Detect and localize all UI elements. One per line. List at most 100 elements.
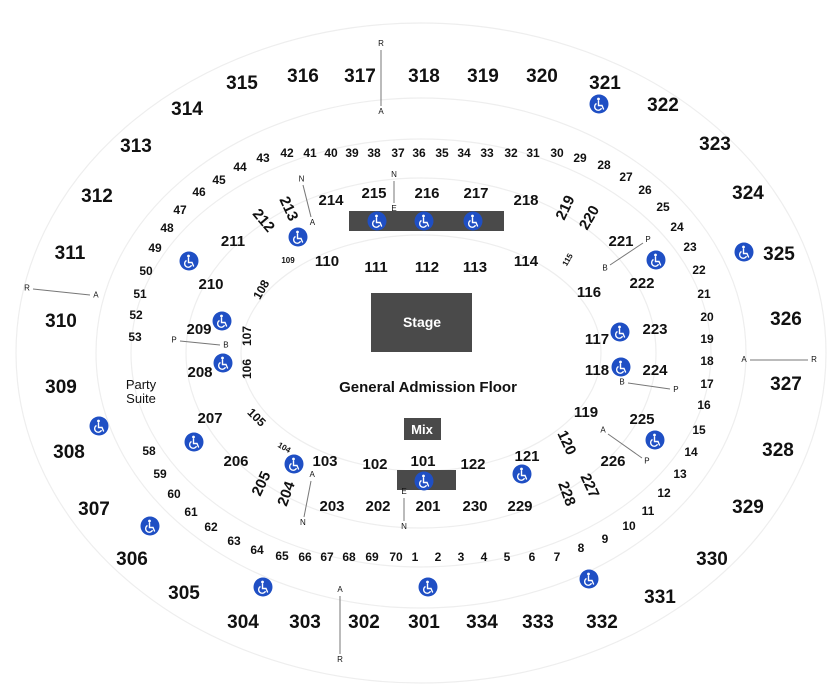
section-229[interactable]: 229	[507, 498, 532, 515]
section-13[interactable]: 13	[673, 467, 687, 481]
section-2[interactable]: 2	[435, 550, 442, 564]
section-117[interactable]: 117	[585, 331, 609, 348]
wheelchair-accessible-icon[interactable]	[579, 569, 599, 589]
wheelchair-accessible-icon[interactable]	[734, 242, 754, 262]
section-324[interactable]: 324	[732, 183, 764, 204]
section-66[interactable]: 66	[298, 550, 312, 564]
section-28[interactable]: 28	[597, 158, 611, 172]
section-219[interactable]: 219	[553, 193, 579, 223]
wheelchair-accessible-icon[interactable]	[589, 94, 609, 114]
wheelchair-accessible-icon[interactable]	[646, 250, 666, 270]
wheelchair-accessible-icon[interactable]	[512, 464, 532, 484]
section-68[interactable]: 68	[342, 550, 356, 564]
wheelchair-accessible-icon[interactable]	[184, 432, 204, 452]
section-62[interactable]: 62	[204, 520, 218, 534]
section-206[interactable]: 206	[223, 453, 248, 470]
section-43[interactable]: 43	[256, 151, 270, 165]
section-207[interactable]: 207	[197, 410, 222, 427]
section-5[interactable]: 5	[504, 550, 511, 564]
wheelchair-accessible-icon[interactable]	[89, 416, 109, 436]
general-admission-floor-label[interactable]: General Admission Floor	[339, 379, 517, 396]
section-69[interactable]: 69	[365, 550, 379, 564]
wheelchair-accessible-icon[interactable]	[140, 516, 160, 536]
stage[interactable]	[371, 293, 472, 352]
section-49[interactable]: 49	[148, 241, 162, 255]
wheelchair-accessible-icon[interactable]	[253, 577, 273, 597]
section-24[interactable]: 24	[670, 220, 684, 234]
section-8[interactable]: 8	[578, 541, 585, 555]
section-315[interactable]: 315	[226, 73, 258, 94]
section-204[interactable]: 204	[274, 479, 299, 509]
section-318[interactable]: 318	[408, 66, 440, 87]
section-44[interactable]: 44	[233, 160, 247, 174]
wheelchair-accessible-icon[interactable]	[213, 353, 233, 373]
section-311[interactable]: 311	[55, 243, 86, 264]
wheelchair-accessible-icon[interactable]	[288, 227, 308, 247]
section-321[interactable]: 321	[589, 73, 621, 94]
section-29[interactable]: 29	[573, 151, 587, 165]
section-42[interactable]: 42	[280, 146, 294, 160]
section-31[interactable]: 31	[526, 146, 540, 160]
section-330[interactable]: 330	[696, 549, 728, 570]
section-3[interactable]: 3	[458, 550, 465, 564]
section-120[interactable]: 120	[553, 428, 579, 458]
section-333[interactable]: 333	[522, 612, 554, 633]
section-114[interactable]: 114	[514, 253, 539, 270]
section-7[interactable]: 7	[554, 550, 561, 564]
section-223[interactable]: 223	[642, 321, 667, 338]
section-208[interactable]: 208	[187, 364, 212, 381]
section-122[interactable]: 122	[460, 456, 485, 473]
wheelchair-accessible-icon[interactable]	[610, 322, 630, 342]
section-14[interactable]: 14	[684, 445, 698, 459]
section-220[interactable]: 220	[576, 203, 603, 233]
section-106[interactable]: 106	[240, 359, 254, 379]
section-16[interactable]: 16	[697, 398, 711, 412]
section-37[interactable]: 37	[391, 146, 405, 160]
section-209[interactable]: 209	[186, 321, 211, 338]
section-334[interactable]: 334	[466, 612, 498, 633]
section-310[interactable]: 310	[45, 311, 77, 332]
section-18[interactable]: 18	[700, 354, 714, 368]
section-34[interactable]: 34	[457, 146, 471, 160]
section-113[interactable]: 113	[463, 259, 487, 276]
section-70[interactable]: 70	[389, 550, 403, 564]
section-309[interactable]: 309	[45, 377, 77, 398]
section-319[interactable]: 319	[467, 66, 499, 87]
mix-position[interactable]	[404, 418, 441, 440]
section-112[interactable]: 112	[415, 259, 439, 276]
wheelchair-accessible-icon[interactable]	[179, 251, 199, 271]
section-25[interactable]: 25	[656, 200, 670, 214]
section-104[interactable]: 104	[276, 440, 293, 455]
section-222[interactable]: 222	[629, 275, 654, 292]
section-41[interactable]: 41	[303, 146, 317, 160]
section-12[interactable]: 12	[657, 486, 671, 500]
section-205[interactable]: 205	[249, 469, 275, 499]
section-332[interactable]: 332	[586, 612, 618, 633]
section-213[interactable]: 213	[275, 194, 301, 224]
section-60[interactable]: 60	[167, 487, 181, 501]
section-327[interactable]: 327	[770, 374, 802, 395]
section-314[interactable]: 314	[171, 99, 203, 120]
section-317[interactable]: 317	[344, 66, 376, 87]
section-201[interactable]: 201	[415, 498, 440, 515]
section-320[interactable]: 320	[526, 66, 558, 87]
section-51[interactable]: 51	[133, 287, 147, 301]
section-23[interactable]: 23	[683, 240, 697, 254]
section-307[interactable]: 307	[78, 499, 110, 520]
section-116[interactable]: 116	[577, 284, 601, 301]
section-215[interactable]: 215	[361, 185, 386, 202]
section-48[interactable]: 48	[160, 221, 174, 235]
section-15[interactable]: 15	[692, 423, 706, 437]
section-53[interactable]: 53	[128, 330, 142, 344]
section-303[interactable]: 303	[289, 612, 321, 633]
section-27[interactable]: 27	[619, 170, 633, 184]
section-121[interactable]: 121	[514, 448, 539, 465]
section-304[interactable]: 304	[227, 612, 259, 633]
section-47[interactable]: 47	[173, 203, 187, 217]
section-26[interactable]: 26	[638, 183, 652, 197]
wheelchair-accessible-icon[interactable]	[463, 211, 483, 231]
section-214[interactable]: 214	[318, 192, 344, 209]
section-323[interactable]: 323	[699, 134, 731, 155]
section-59[interactable]: 59	[153, 467, 167, 481]
section-50[interactable]: 50	[139, 264, 153, 278]
